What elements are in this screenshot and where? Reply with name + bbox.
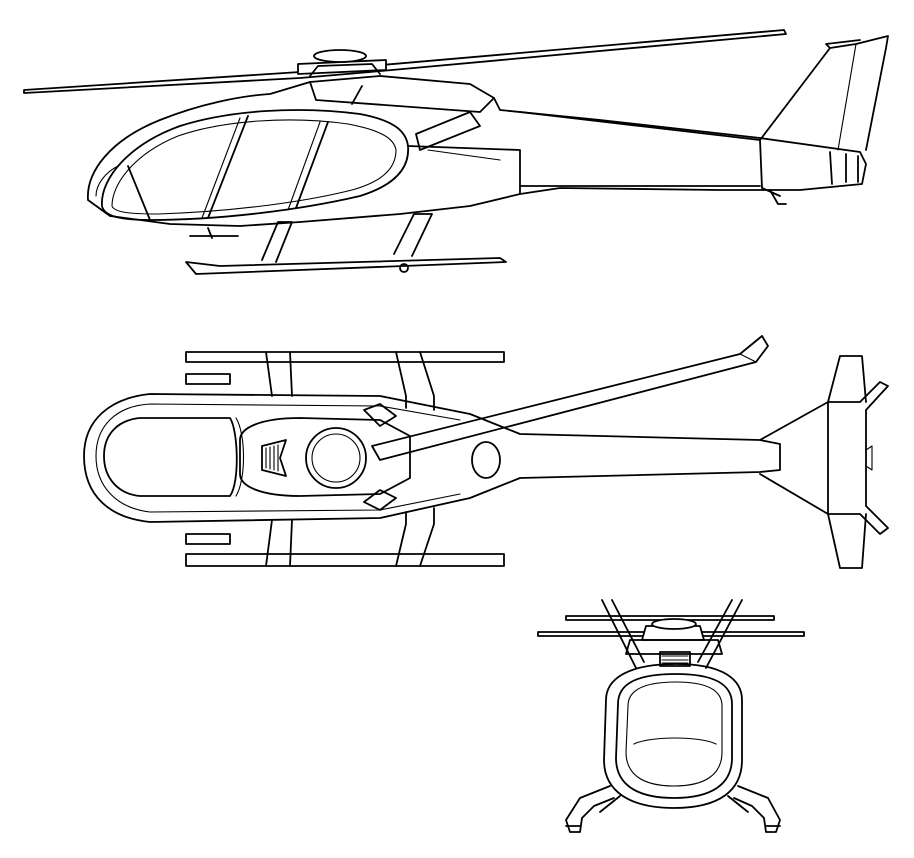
side-fuselage-outline [87, 75, 867, 227]
side-rotor-head [313, 49, 367, 63]
side-rotor-mast [309, 63, 381, 77]
top-skid-lower [185, 553, 505, 567]
side-step [189, 227, 239, 239]
side-fenestron-ring [829, 151, 859, 185]
front-blade-left [601, 599, 645, 669]
side-door-frame-front [207, 115, 249, 219]
top-fuselage-outline [83, 393, 781, 523]
top-rotor-hub-inner [311, 433, 361, 483]
top-blade-tip [739, 353, 757, 363]
top-main-rotor-blade [371, 335, 769, 461]
front-windscreen-sill [633, 737, 717, 745]
top-endplate-upper [827, 355, 867, 403]
front-intake [659, 651, 691, 667]
side-vertical-fin [759, 35, 889, 151]
side-cabin-glazing-inner [111, 119, 397, 215]
side-gear-strut-front [261, 221, 293, 263]
side-fin-spar [837, 43, 857, 151]
top-view [83, 335, 889, 569]
top-intake-grille [265, 444, 279, 472]
front-windscreen [615, 673, 733, 799]
front-gear-left [565, 785, 615, 833]
side-exhaust [415, 111, 481, 151]
side-windscreen-post [127, 165, 151, 221]
top-cabin-roof [103, 417, 238, 497]
top-rotor-hub [305, 427, 367, 489]
side-landing-skid [185, 257, 507, 275]
front-mast-fairing [625, 639, 723, 655]
top-cross-tube-front-upper [265, 351, 293, 397]
top-cross-tube-rear-lower [395, 507, 435, 567]
front-main-rotor-blade-upper [565, 615, 775, 621]
side-engine-bay [407, 145, 521, 195]
top-horizontal-stabilizer [759, 381, 889, 535]
front-gear-right [733, 785, 781, 833]
top-fuselage-inner-lower [95, 455, 461, 513]
front-gear-braces [599, 795, 749, 813]
side-skid-wheel [399, 263, 409, 273]
top-tail-cone [865, 445, 873, 471]
top-exhaust-lower [363, 489, 397, 511]
front-rotor-head [651, 618, 697, 630]
side-door-frame-rear-inner [287, 121, 321, 211]
top-cross-tube-rear-upper [395, 351, 435, 411]
side-cabin-glazing [101, 109, 409, 221]
top-engine-deck [239, 417, 411, 497]
side-tail-skid [769, 189, 787, 205]
side-fin-tip [825, 39, 861, 49]
side-gear-strut-rear [393, 213, 433, 257]
top-air-intake [261, 439, 287, 477]
top-skid-upper [185, 351, 505, 363]
top-endplate-lower [827, 513, 867, 569]
top-exhaust-upper [363, 403, 397, 427]
side-door-frame-rear [295, 121, 329, 209]
side-cowling-vent [351, 85, 363, 105]
top-cross-tube-front-lower [265, 519, 293, 567]
side-door-frame-front-inner [201, 117, 241, 219]
front-view [537, 599, 805, 833]
top-cabin-rear-frame [235, 417, 245, 497]
top-step-upper [185, 373, 231, 385]
side-main-rotor-blade [23, 29, 787, 94]
side-fenestron-shroud [759, 139, 781, 197]
top-gearbox-fairing [471, 441, 501, 479]
side-panel-line [427, 149, 501, 161]
front-windscreen-inner [625, 681, 723, 787]
side-tail-boom-top [519, 111, 761, 141]
side-engine-cowling [309, 81, 495, 113]
side-nose-detail [95, 165, 119, 197]
front-fuselage-outline [603, 663, 743, 809]
top-step-lower [185, 533, 231, 545]
side-view [23, 29, 889, 275]
front-intake-grille [661, 655, 689, 664]
top-fuselage-inner-upper [95, 403, 461, 457]
front-blade-right [697, 599, 743, 669]
